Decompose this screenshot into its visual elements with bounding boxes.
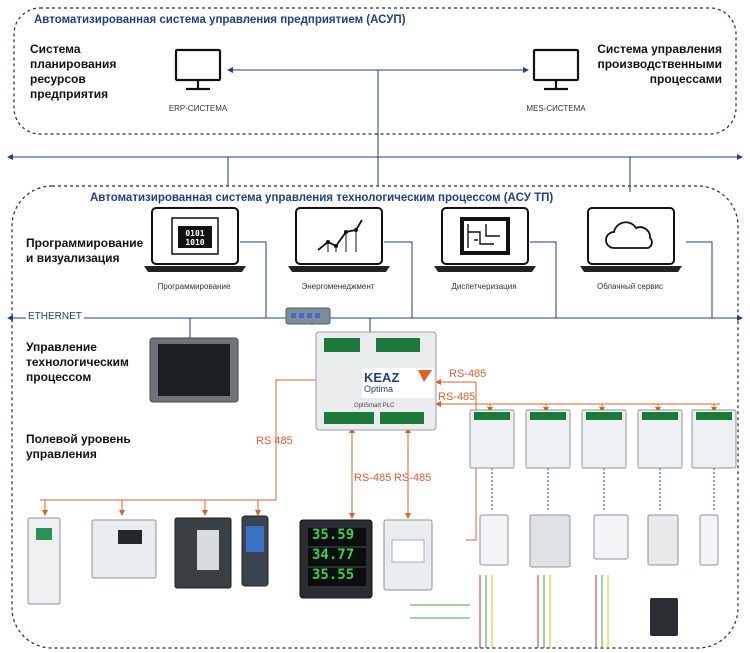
laptop-caption-dispatch: Диспетчеризация <box>451 282 517 291</box>
prog-visualization-label: Программирование и визуализация <box>26 236 144 265</box>
frequency-converter-1 <box>27 517 61 605</box>
asutp-title: Автоматизированная система управления те… <box>90 192 554 204</box>
erp-monitor-icon <box>174 48 222 91</box>
soft-starter-device <box>91 519 157 579</box>
plc-model: OptiSmart PLC <box>354 403 395 409</box>
meter-reading-2: 34.77 <box>312 547 355 563</box>
power-meter <box>299 519 373 599</box>
din-module-meter <box>383 519 433 591</box>
laptop-caption-programming: Программирование <box>157 282 231 291</box>
hmi-panel <box>149 337 239 403</box>
plc-controller <box>315 331 437 431</box>
field-level-label: Полевой уровень управления <box>26 432 131 461</box>
meter-reading-3: 35.55 <box>312 567 355 583</box>
mes-description: Система управления производственными про… <box>597 42 722 86</box>
rs485-label-2: RS-485 <box>438 391 476 403</box>
svg-text:0101: 0101 <box>185 229 204 238</box>
laptop-dispatch <box>434 207 536 272</box>
rs485-label-4: RS-485 <box>394 472 432 484</box>
rs485-label-1: RS-485 <box>449 368 487 380</box>
plc-brand-sub: Optima <box>364 384 394 394</box>
laptop-energy <box>288 207 390 272</box>
svg-text:1010: 1010 <box>185 238 204 247</box>
erp-description: Система планирования ресурсов предприяти… <box>30 42 117 101</box>
ethernet-switch <box>285 307 331 325</box>
tech-process-label: Управление технологическим процессом <box>26 340 129 384</box>
asup-title: Автоматизированная система управления пр… <box>34 14 406 26</box>
laptop-caption-cloud: Облачный сервис <box>596 282 664 291</box>
laptop-cloud <box>580 207 682 272</box>
meter-reading-1: 35.59 <box>312 527 355 543</box>
relay-module <box>241 515 269 587</box>
breaker-row <box>479 514 719 636</box>
power-lines <box>410 575 609 648</box>
erp-caption: ERP-СИСТЕМА <box>168 104 228 113</box>
mes-caption: MES-СИСТЕМА <box>526 104 586 113</box>
laptop-caption-energy: Энергоменеджмент <box>301 282 375 291</box>
rs485-label-3: RS-485 <box>354 472 392 484</box>
asup-frame <box>13 7 737 135</box>
asutp-frame <box>11 185 739 649</box>
io-module-row <box>469 409 737 469</box>
ethernet-label: ETHERNET <box>26 311 84 322</box>
laptop-programming: 0101 1010 <box>144 207 246 272</box>
rs485-field-label: RS 485 <box>256 435 293 447</box>
mes-monitor-icon <box>532 48 580 91</box>
motor-starter <box>174 517 232 589</box>
plc-brand: KEAZ <box>364 370 400 385</box>
